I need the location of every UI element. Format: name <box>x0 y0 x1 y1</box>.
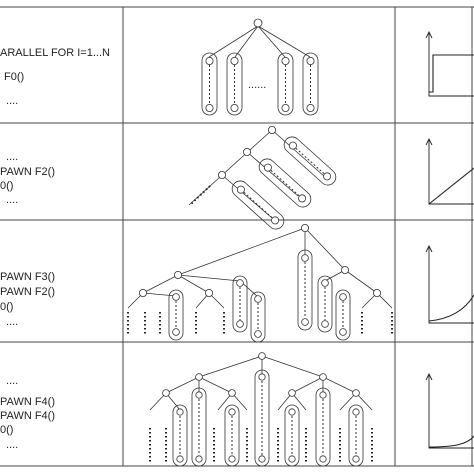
code-line: .... <box>6 95 18 107</box>
plot-axis <box>428 247 474 324</box>
root-node <box>300 223 309 232</box>
capsule <box>258 158 312 208</box>
plot-exp <box>425 244 474 324</box>
root-node <box>267 126 276 135</box>
plot-arrow <box>425 137 433 146</box>
code-line: .... <box>6 375 18 387</box>
plot-linear <box>425 137 474 205</box>
table-grid <box>0 6 474 467</box>
capsule <box>297 249 313 331</box>
plot-exp-steep <box>425 372 474 449</box>
spine-node <box>242 147 251 156</box>
code-line: 0() <box>0 180 13 192</box>
capsule <box>191 387 207 467</box>
capsule <box>284 404 300 467</box>
capsule <box>348 404 364 467</box>
capsule <box>201 52 218 116</box>
capsule <box>335 289 351 341</box>
tree-parallel-for: ...... <box>201 18 319 116</box>
capsule <box>231 180 285 230</box>
plot-curve <box>428 294 474 322</box>
plot-axis <box>428 140 474 205</box>
code-column: ARALLEL FOR I=1...N F0() .... .... PAWN … <box>0 47 110 451</box>
code-line: .... <box>6 194 18 206</box>
code-line: PAWN F4() <box>0 410 55 422</box>
plot-arrow <box>425 372 433 381</box>
plot-axis <box>428 375 474 449</box>
code-line: 0() <box>0 424 13 436</box>
plot-arrow <box>425 244 433 253</box>
root-node <box>258 352 266 360</box>
capsule <box>302 52 319 116</box>
code-line: PAWN F4() <box>0 396 55 408</box>
spine-node <box>217 170 226 179</box>
code-line: .... <box>6 439 18 451</box>
code-line: PAWN F2() <box>0 166 55 178</box>
capsule <box>254 369 270 467</box>
capsule <box>250 291 266 343</box>
capsule <box>283 136 337 186</box>
plot-curve <box>429 54 474 93</box>
tree-spawn-f3 <box>127 223 393 343</box>
code-line: F0() <box>4 71 24 83</box>
plot-curve <box>428 435 474 448</box>
capsule <box>277 52 294 116</box>
capsule <box>315 387 331 467</box>
capsule <box>226 52 243 116</box>
plot-step <box>425 30 474 97</box>
tree-spawn-f2 <box>188 126 337 230</box>
ellipsis-label: ...... <box>248 79 266 91</box>
capsule <box>224 404 240 467</box>
code-line: .... <box>6 151 18 163</box>
code-line: .... <box>6 316 18 328</box>
code-line: 0() <box>0 301 13 313</box>
plot-curve <box>428 167 474 205</box>
plot-axis <box>428 33 474 97</box>
code-line: PAWN F3() <box>0 271 55 283</box>
capsule <box>232 275 248 333</box>
capsule <box>172 404 188 467</box>
plot-arrow <box>425 30 433 39</box>
capsule <box>168 289 184 341</box>
code-line: ARALLEL FOR I=1...N <box>0 47 110 59</box>
root-node <box>253 18 263 28</box>
code-line: PAWN F2() <box>0 286 55 298</box>
capsule <box>317 275 333 333</box>
tree-spawn-f4 <box>149 352 373 467</box>
